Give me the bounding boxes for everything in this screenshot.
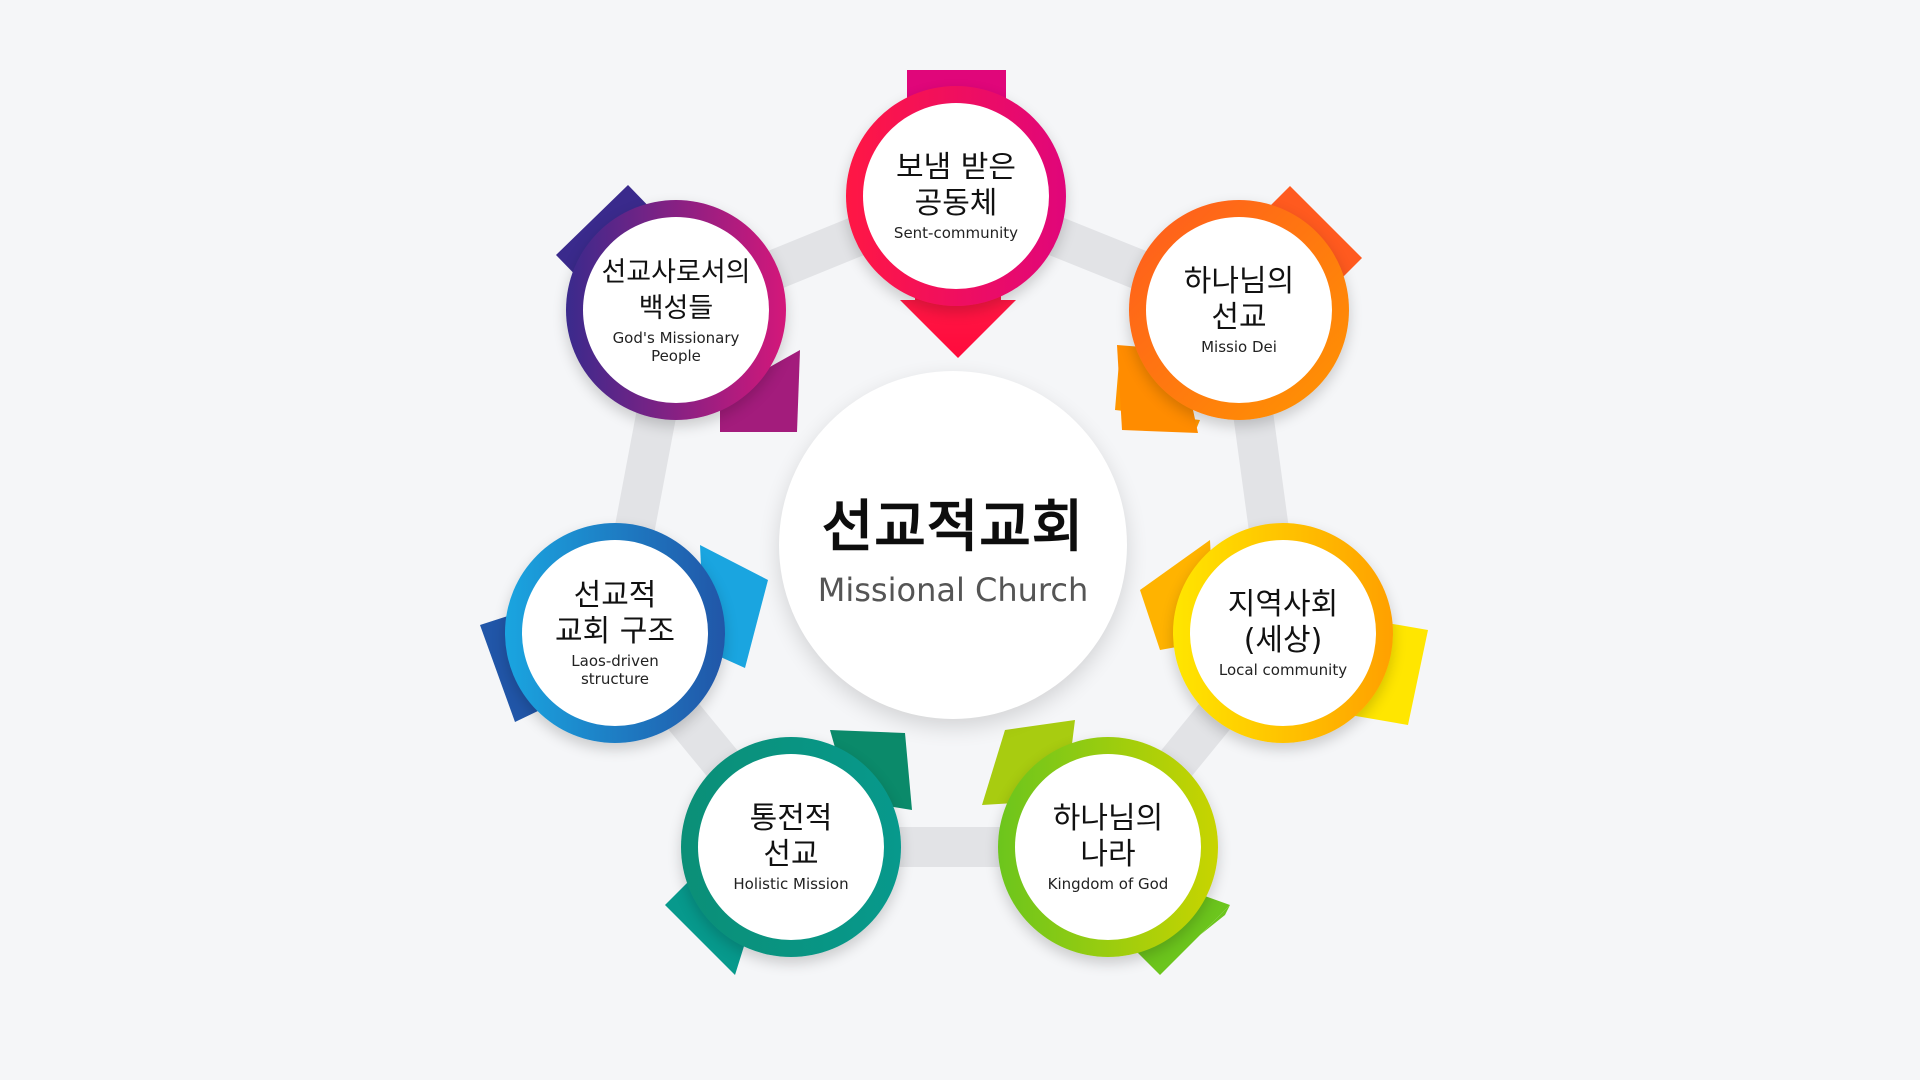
node-inner: 지역사회 (세상) Local community xyxy=(1190,540,1376,726)
node-holistic-mission: 통전적 선교 Holistic Mission xyxy=(681,737,901,957)
node-laos-driven-structure: 선교적 교회 구조 Laos-driven structure xyxy=(505,523,725,743)
node-inner: 하나님의 나라 Kingdom of God xyxy=(1015,754,1201,940)
center-title-ko: 선교적교회 xyxy=(821,494,1085,560)
node-label-en: Missio Dei xyxy=(1201,338,1277,356)
node-label-ko: 선교사로서의 백성들 xyxy=(601,257,751,324)
node-label-ko: 선교적 교회 구조 xyxy=(555,578,675,649)
node-label-en: Holistic Mission xyxy=(733,875,849,893)
node-kingdom-of-god: 하나님의 나라 Kingdom of God xyxy=(998,737,1218,957)
node-label-en: Local community xyxy=(1218,661,1348,679)
node-label-ko: 지역사회 (세상) xyxy=(1227,587,1339,658)
node-sent-community: 보냄 받은 공동체 Sent-community xyxy=(846,86,1066,306)
node-label-en: Sent-community xyxy=(893,224,1019,242)
node-inner: 하나님의 선교 Missio Dei xyxy=(1146,217,1332,403)
node-inner: 선교적 교회 구조 Laos-driven structure xyxy=(522,540,708,726)
node-gods-missionary-people: 선교사로서의 백성들 God's Missionary People xyxy=(566,200,786,420)
node-label-en: God's Missionary People xyxy=(612,329,740,365)
node-label-ko: 하나님의 선교 xyxy=(1183,264,1295,335)
node-label-ko: 통전적 선교 xyxy=(749,801,833,872)
center-circle: 선교적교회 Missional Church xyxy=(779,371,1127,719)
node-label-ko: 보냄 받은 공동체 xyxy=(896,150,1016,221)
center-title-en: Missional Church xyxy=(817,570,1089,609)
node-inner: 보냄 받은 공동체 Sent-community xyxy=(863,103,1049,289)
node-label-en: Laos-driven structure xyxy=(571,652,659,688)
node-local-community: 지역사회 (세상) Local community xyxy=(1173,523,1393,743)
node-label-en: Kingdom of God xyxy=(1047,875,1169,893)
node-inner: 선교사로서의 백성들 God's Missionary People xyxy=(583,217,769,403)
node-label-ko: 하나님의 나라 xyxy=(1052,801,1164,872)
node-inner: 통전적 선교 Holistic Mission xyxy=(698,754,884,940)
node-missio-dei: 하나님의 선교 Missio Dei xyxy=(1129,200,1349,420)
